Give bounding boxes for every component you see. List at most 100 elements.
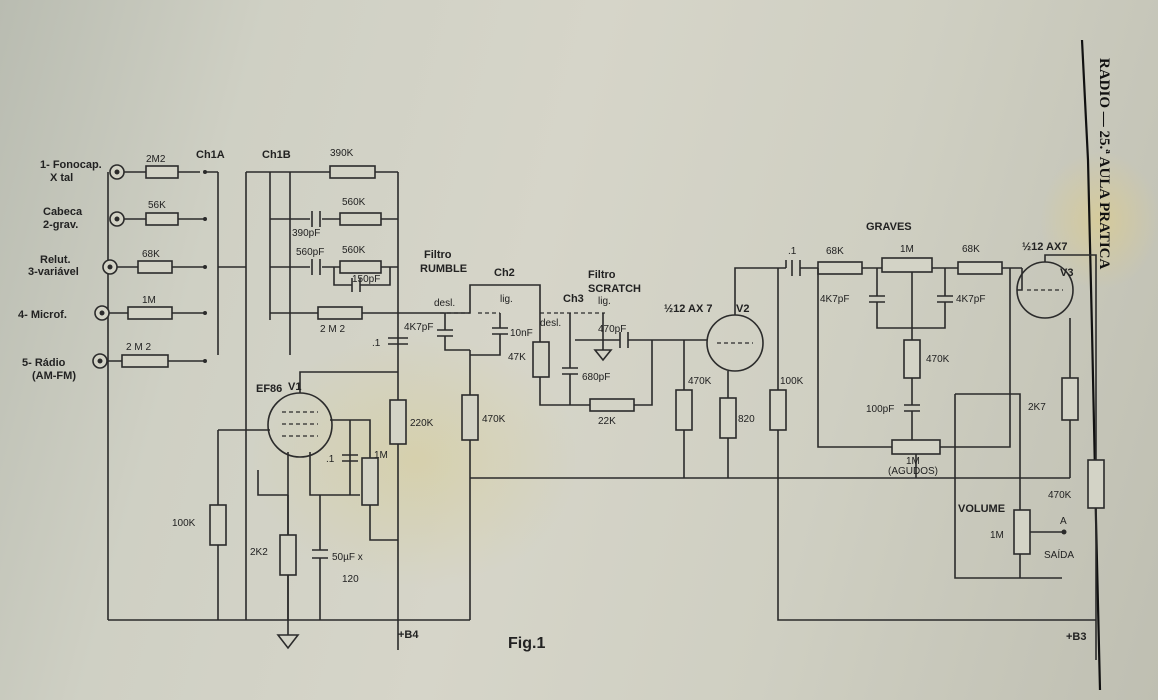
component-label: 1M bbox=[374, 450, 388, 461]
resistor-1m bbox=[361, 457, 379, 506]
component-label: 50µF x bbox=[332, 552, 363, 563]
capacitor-4k7pf bbox=[437, 313, 470, 351]
tube-label: ½12 AX 7 bbox=[664, 303, 713, 315]
component-label: 560K bbox=[342, 245, 366, 256]
wire bbox=[634, 340, 653, 406]
component-label: 560pF bbox=[296, 247, 324, 258]
resistor-2m2 bbox=[317, 306, 363, 320]
tube-ref: V1 bbox=[288, 381, 301, 393]
capacitor-470pf bbox=[575, 332, 680, 348]
figure-caption: Fig.1 bbox=[508, 635, 545, 652]
resistor-label: 2M2 bbox=[146, 154, 166, 165]
resistor-47k bbox=[532, 341, 550, 378]
resistor-470k-v2 bbox=[675, 389, 693, 431]
component-label: 68K bbox=[826, 246, 844, 257]
capacitor-560pf bbox=[311, 259, 321, 275]
component-label: 220K bbox=[410, 418, 434, 429]
ground-symbol bbox=[593, 313, 613, 362]
page-header: RADIO — 25.ª AULA PRATICA bbox=[1096, 58, 1112, 269]
supply-label: +B3 bbox=[1066, 631, 1087, 643]
input-label: 3-variável bbox=[28, 266, 79, 278]
tube-v3 bbox=[1016, 254, 1097, 460]
component-label: 470K bbox=[688, 376, 712, 387]
resistor-22k bbox=[589, 398, 635, 412]
wire bbox=[955, 393, 1021, 510]
filter-title: RUMBLE bbox=[420, 263, 467, 275]
input-label: Cabeca bbox=[43, 206, 83, 218]
wire bbox=[539, 313, 590, 406]
ground-symbol bbox=[276, 620, 300, 650]
filter-title: Filtro bbox=[424, 249, 452, 261]
resistor-220k bbox=[389, 399, 407, 445]
filter-title: SCRATCH bbox=[588, 283, 641, 295]
switch-label: Ch2 bbox=[494, 267, 515, 279]
component-label: 10nF bbox=[510, 328, 533, 339]
wire bbox=[269, 172, 291, 355]
component-label: 4K7pF bbox=[820, 294, 849, 305]
wire bbox=[257, 470, 288, 496]
component-label: (AGUDOS) bbox=[888, 466, 938, 477]
supply-label: +B4 bbox=[398, 629, 419, 641]
pot-agudos bbox=[891, 439, 941, 455]
input-label: (AM-FM) bbox=[32, 370, 76, 382]
output-terminal bbox=[1061, 529, 1067, 535]
component-label: 820 bbox=[738, 414, 755, 425]
switch-label: Ch1B bbox=[262, 149, 291, 161]
component-label: .1 bbox=[372, 338, 381, 349]
input-label: 5- Rádio bbox=[22, 357, 66, 369]
tube-ref: V2 bbox=[736, 303, 749, 315]
pot-graves bbox=[881, 257, 933, 273]
component-label: 100K bbox=[172, 518, 196, 529]
resistor-470k bbox=[461, 394, 479, 441]
volume-title: VOLUME bbox=[958, 503, 1005, 515]
wire bbox=[904, 272, 920, 440]
resistor-68k bbox=[817, 261, 863, 275]
input-label: X tal bbox=[50, 172, 73, 184]
component-label: 470K bbox=[926, 354, 950, 365]
filter-title: Filtro bbox=[588, 269, 616, 281]
component-label: 1M bbox=[900, 244, 914, 255]
input-label: 1- Fonocap. bbox=[40, 159, 102, 171]
component-label: 2K7 bbox=[1028, 402, 1046, 413]
resistor-560k bbox=[339, 212, 382, 226]
component-label: 1M bbox=[990, 530, 1004, 541]
capacitor-pair-4k7pf bbox=[869, 268, 953, 329]
component-label: 100pF bbox=[866, 404, 894, 415]
resistor-560k-2 bbox=[339, 260, 382, 274]
switch-pos: lig. bbox=[500, 294, 513, 305]
component-label: 390K bbox=[330, 148, 354, 159]
tube-label: ½12 AX7 bbox=[1022, 241, 1067, 253]
tube-v2 bbox=[706, 267, 786, 372]
capacitor-10nf bbox=[470, 313, 508, 356]
resistor-68k-2 bbox=[957, 261, 1003, 275]
capacitor-point1-out bbox=[785, 260, 818, 276]
component-label: 560K bbox=[342, 197, 366, 208]
resistor-820 bbox=[719, 397, 737, 439]
switch-label: Ch3 bbox=[563, 293, 584, 305]
component-label: 4K7pF bbox=[956, 294, 985, 305]
component-label: 470K bbox=[1048, 490, 1072, 501]
component-label: 68K bbox=[962, 244, 980, 255]
resistor-100k-v2 bbox=[769, 389, 787, 431]
capacitor-point1 bbox=[388, 337, 408, 345]
output-label: SAÍDA bbox=[1044, 548, 1074, 561]
switch-pos: desl. bbox=[540, 318, 561, 329]
component-label: 22K bbox=[598, 416, 616, 427]
capacitor-50uf bbox=[312, 495, 328, 620]
input-3 bbox=[102, 259, 205, 275]
component-label: 2 M 2 bbox=[320, 324, 345, 335]
wire bbox=[1017, 268, 1023, 291]
component-label: 120 bbox=[342, 574, 359, 585]
resistor-100k bbox=[209, 504, 227, 546]
component-label: 470pF bbox=[598, 324, 626, 335]
switch-pos: lig. bbox=[598, 296, 611, 307]
component-label: 2K2 bbox=[250, 547, 268, 558]
input-1 bbox=[109, 164, 200, 180]
switch-label: Ch1A bbox=[196, 149, 225, 161]
component-label: 470K bbox=[482, 414, 506, 425]
wire bbox=[954, 394, 1020, 579]
input-4 bbox=[94, 305, 205, 321]
page-edge-line bbox=[1080, 39, 1102, 691]
tube-ref: V3 bbox=[1060, 267, 1073, 279]
